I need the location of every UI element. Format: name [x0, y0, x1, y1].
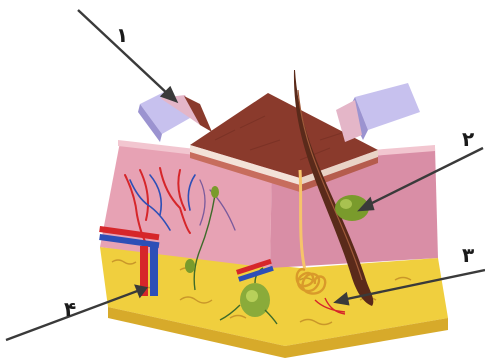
- label-2: ۲: [462, 127, 474, 151]
- label-1: ۱: [116, 23, 128, 47]
- peeled-flap-right: [336, 83, 420, 142]
- label-3: ۳: [462, 243, 474, 267]
- label-4: ۴: [64, 297, 76, 321]
